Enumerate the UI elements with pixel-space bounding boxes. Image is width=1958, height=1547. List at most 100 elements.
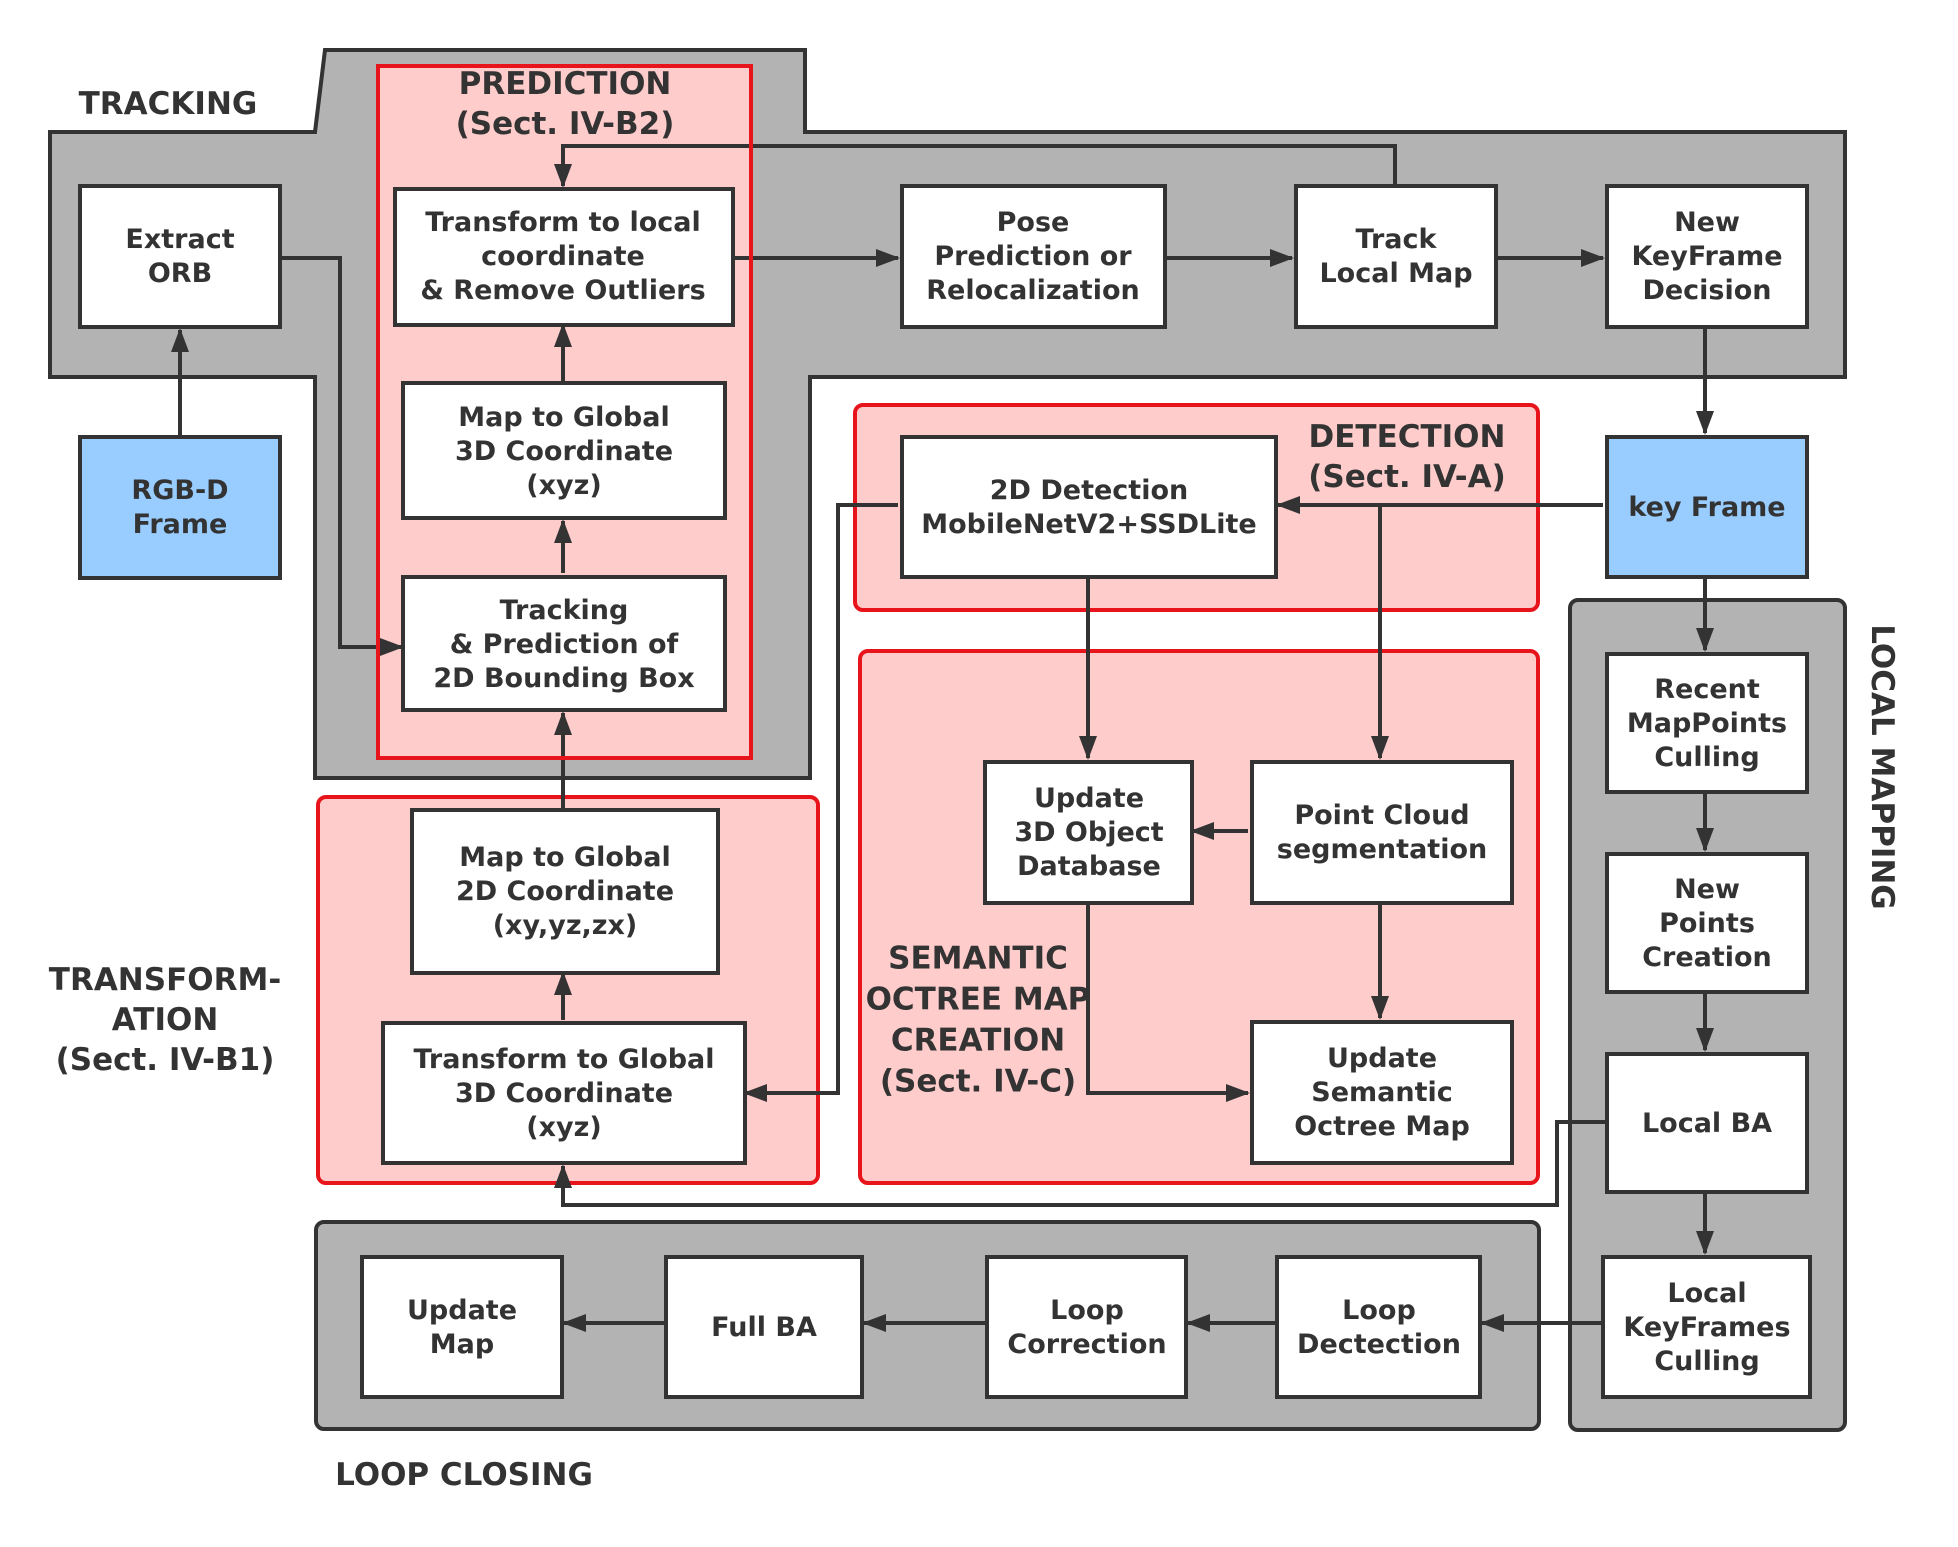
node-extract-orb-label-line: Extract [125,224,234,255]
node-new-points-label-line: New [1674,874,1740,905]
node-loop-correction-label-line: Correction [1007,1329,1166,1360]
node-local-ba: Local BA [1605,1052,1809,1194]
node-update-object-db-label-line: Database [1017,851,1161,882]
transformation-label-line: TRANSFORM- [49,962,281,998]
node-local-ba-label-text: Local BA [1642,1108,1772,1139]
node-new-points-label-line: Points [1659,908,1755,939]
node-map-global-2d-label-line: 2D Coordinate [456,876,674,907]
local-mapping-label-text: LOCAL MAPPING [1864,624,1900,910]
node-update-octree-label-line: Semantic [1311,1077,1453,1108]
prediction-label-line: (Sect. IV-B2) [456,106,675,142]
node-transform-global-3d-label-line: Transform to Global [413,1044,714,1075]
node-new-keyframe-decision-label-line: New [1674,207,1740,238]
edge-track-local-map-feedback [554,144,1397,188]
semantic-octree-label-line: (Sect. IV-C) [880,1064,1076,1100]
edge-local-ba-to-transform-global-3d [554,1120,1605,1207]
node-new-points-label-line: Creation [1642,942,1772,973]
edge-object-db-to-update-octree [1086,903,1250,1102]
edge-2d-detection-to-transform-global-3d [743,503,898,1102]
node-new-keyframe-decision-label-line: Decision [1642,275,1771,306]
node-tracking-prediction-label-line: 2D Bounding Box [433,663,694,694]
transformation-label-line: ATION [112,1002,219,1038]
detection-label: DETECTION(Sect. IV-A) [1308,419,1506,495]
node-recent-mappoints-label-line: Recent [1654,674,1760,705]
transformation-label-line: (Sect. IV-B1) [56,1042,275,1078]
node-point-cloud-seg-label-line: segmentation [1277,834,1487,865]
node-map-global-2d-label-line: Map to Global [459,842,670,873]
node-loop-detection-label-line: Loop [1342,1295,1416,1326]
detection-label-text: DETECTION(Sect. IV-A) [1308,419,1506,495]
node-point-cloud-seg-label-line: Point Cloud [1294,800,1469,831]
node-transform-local-label-line: coordinate [481,241,645,272]
node-key-frame-label: key Frame [1628,492,1785,523]
detection-label-line: (Sect. IV-A) [1308,459,1506,495]
prediction-label: PREDICTION(Sect. IV-B2) [456,66,675,142]
node-extract-orb-label-line: ORB [148,258,212,289]
node-update-octree-label-line: Octree Map [1294,1111,1470,1142]
node-local-keyframes-culling-label-line: Local [1667,1278,1746,1309]
loop-closing-region [314,1220,1541,1431]
node-loop-detection-label-line: Dectection [1297,1329,1461,1360]
node-pose-prediction-label-line: Pose [997,207,1070,238]
loop-closing-label-text: LOOP CLOSING [335,1457,593,1493]
local-mapping-label-line: LOCAL MAPPING [1864,624,1900,910]
tracking-label-line: TRACKING [79,86,258,122]
node-full-ba-label-text: Full BA [711,1312,817,1343]
node-transform-global-3d-label-line: (xyz) [526,1112,601,1143]
local-mapping-region [1568,598,1847,1432]
loop-closing-label: LOOP CLOSING [335,1457,593,1493]
node-2d-detection-label-line: 2D Detection [990,475,1188,506]
node-2d-detection-label-line: MobileNetV2+SSDLite [921,509,1256,540]
tracking-label: TRACKING [79,86,258,122]
node-new-keyframe-decision-label-line: KeyFrame [1631,241,1782,272]
node-update-object-db-label-line: Update [1034,783,1144,814]
node-map-global-3d-label-line: 3D Coordinate [455,436,673,467]
semantic-octree-label-line: CREATION [891,1023,1065,1059]
node-key-frame-label-line: key Frame [1628,492,1785,523]
node-full-ba: Full BA [664,1255,864,1399]
node-transform-local-label-line: Transform to local [425,207,701,238]
node-tracking-prediction-label-line: Tracking [500,595,629,626]
semantic-octree-label-line: OCTREE MAP [866,982,1091,1018]
node-full-ba-label: Full BA [711,1312,817,1343]
